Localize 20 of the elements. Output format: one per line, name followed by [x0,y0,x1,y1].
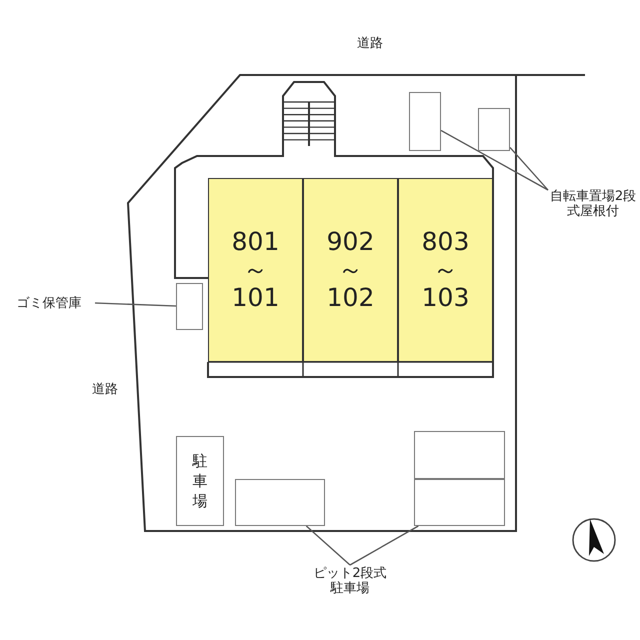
leader-line [350,525,419,566]
leader-line [94,302,176,307]
leader-line [510,147,548,190]
leader-line [440,130,548,191]
callout-label: 自転車置場2段式屋根付 [545,188,640,220]
parking-area: 駐車場 [176,436,224,526]
callout-label: ピット2段式駐車場 [310,565,390,597]
outlined-area [414,479,505,526]
outlined-area [235,479,325,526]
outlined-area [414,431,505,479]
callout-label: ゴミ保管庫 [3,295,95,312]
leader-line [306,526,350,566]
road-label: 道路 [356,36,384,51]
unit-block: 803 ～ 103 [398,178,493,362]
unit-block: 801 ～ 101 [208,178,303,362]
outlined-area [409,92,441,151]
outlined-area [478,108,510,151]
road-label: 道路 [91,382,119,397]
unit-block: 902 ～ 102 [303,178,398,362]
outlined-area [176,283,203,330]
